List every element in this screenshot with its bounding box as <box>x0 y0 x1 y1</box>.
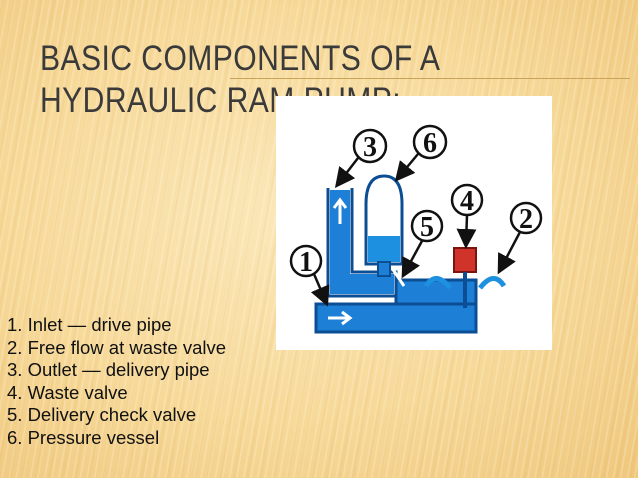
callout-4-label: 4 <box>460 186 474 217</box>
waste-spill-left-icon <box>423 276 452 290</box>
waste-spill-right-icon <box>478 276 507 290</box>
waste-valve-stem <box>463 272 467 308</box>
list-item: 2. Free flow at waste valve <box>7 336 227 358</box>
callout-3-label: 3 <box>363 132 377 163</box>
connector-water <box>330 274 394 294</box>
callout-6-label: 6 <box>423 128 437 159</box>
callout-3: 3 <box>334 128 388 188</box>
vessel-neck <box>377 261 391 277</box>
delivery-check-valve <box>390 267 406 287</box>
list-item: 6. Pressure vessel <box>7 426 160 448</box>
callout-6: 6 <box>394 124 448 182</box>
list-item: 1. Inlet — drive pipe <box>7 314 172 335</box>
pressure-vessel-water <box>368 236 400 262</box>
delivery-pipe-water <box>330 190 350 294</box>
waste-valve <box>453 247 477 273</box>
callout-1: 1 <box>289 244 330 307</box>
title-underline <box>230 78 630 79</box>
drive-flow-arrow-icon <box>328 310 353 326</box>
callout-4: 4 <box>450 183 484 249</box>
callout-2: 2 <box>497 201 543 275</box>
component-list: 1. Inlet — drive pipe 2. Free flow at wa… <box>7 314 226 449</box>
diagram-svg: 1 2 3 4 5 6 <box>289 124 543 334</box>
callout-1-label: 1 <box>299 247 313 278</box>
up-flow-arrow-icon <box>332 197 348 224</box>
list-item: 3. Outlet — delivery pipe <box>7 359 210 380</box>
callout-5: 5 <box>401 209 444 279</box>
list-item: 5. Delivery check valve <box>7 404 197 425</box>
list-item: 4. Waste valve <box>7 381 128 403</box>
callout-2-label: 2 <box>519 204 533 235</box>
drive-pipe-body <box>394 278 478 306</box>
callout-5-label: 5 <box>420 212 434 243</box>
ram-pump-diagram: 1 2 3 4 5 6 <box>276 96 552 350</box>
